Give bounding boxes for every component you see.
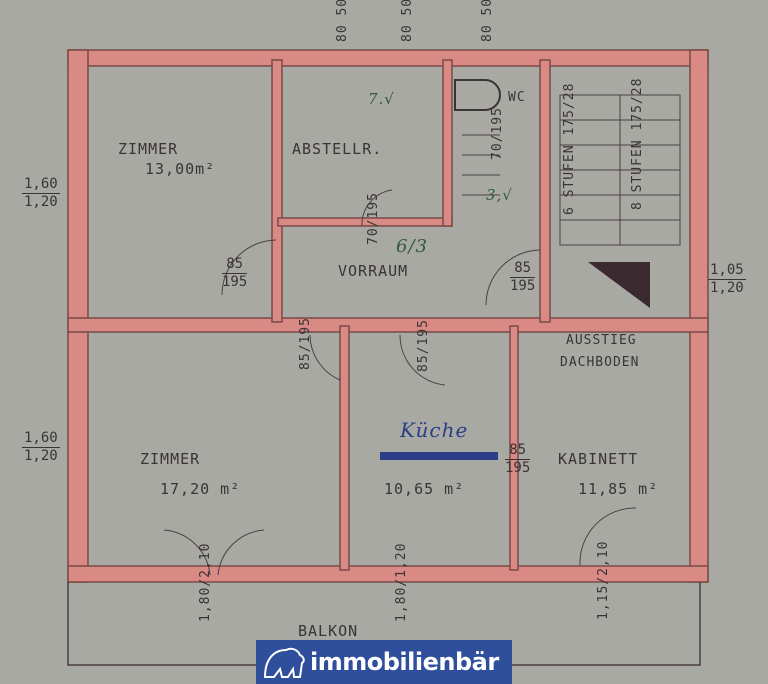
attic-hatch-icon [588, 262, 650, 308]
stairs-label-1: 6 STUFEN 175/28 [562, 82, 577, 215]
wall-abstellr-right [442, 59, 453, 227]
dim-balkon-window-kueche: 1,80/1,20 [394, 542, 409, 622]
door-swings [163, 189, 637, 576]
dim-balkon-door-kabinett: 1,15/2,10 [596, 540, 611, 620]
kitchen-counter [380, 452, 498, 460]
stairs-label-2: 8 STUFEN 175/28 [630, 77, 645, 210]
room-area-zimmer-top: 13,00m² [145, 160, 216, 178]
logo-watermark: immobilienbär [256, 640, 512, 684]
dachboden-line1: AUSSTIEG [566, 333, 637, 348]
wall-middle [67, 317, 709, 333]
wall-stairs-left [539, 59, 551, 323]
dachboden-line2: DACHBODEN [560, 355, 640, 370]
room-name-zimmer-bottom: ZIMMER [140, 450, 201, 468]
wall-right [689, 49, 709, 583]
vorraum-note: 6/3 [396, 236, 428, 257]
walls [67, 49, 709, 583]
bear-logo-icon [263, 647, 305, 678]
stairs [462, 94, 681, 246]
dim-zimmer-bottom-door: 85/195 [298, 317, 313, 370]
room-area-zimmer-bottom: 17,20 m² [160, 480, 241, 498]
room-name-kueche: Küche [400, 418, 469, 442]
room-name-abstellraum: ABSTELLR. [292, 140, 383, 158]
dim-top-window-3: 80 50 [480, 0, 495, 42]
wall-left [67, 49, 89, 583]
dim-kueche-door: 85/195 [416, 319, 431, 372]
room-name-kabinett: KABINETT [558, 450, 639, 468]
wall-kueche-kabinett [509, 325, 519, 571]
dim-top-window-2: 80 50 [400, 0, 415, 42]
room-area-kabinett: 11,85 m² [578, 480, 659, 498]
logo-text: immobilienbär [310, 648, 499, 676]
dim-abstellr-door: 70/195 [366, 192, 381, 245]
room-area-kueche: 10,65 m² [384, 480, 465, 498]
room-name-zimmer-top: ZIMMER [118, 140, 179, 158]
room-name-wc: WC [508, 90, 526, 105]
toilet-icon [454, 79, 501, 111]
dim-top-window-1: 80 50 [335, 0, 350, 42]
room-name-balkon: BALKON [298, 622, 359, 640]
wall-abstellr-bottom [277, 217, 453, 227]
wall-zimmer-kueche [339, 325, 350, 571]
wall-zimmer-abstellr [271, 59, 283, 323]
wall-top [67, 49, 709, 67]
dim-balkon-door-zimmer: 1,80/2,10 [198, 542, 213, 622]
note-1: 7.√ [368, 90, 395, 108]
room-name-vorraum: VORRAUM [338, 262, 409, 280]
note-2: 3,√ [486, 186, 513, 204]
dim-wc-door: 70/195 [490, 107, 505, 160]
wall-bottom [67, 565, 709, 583]
